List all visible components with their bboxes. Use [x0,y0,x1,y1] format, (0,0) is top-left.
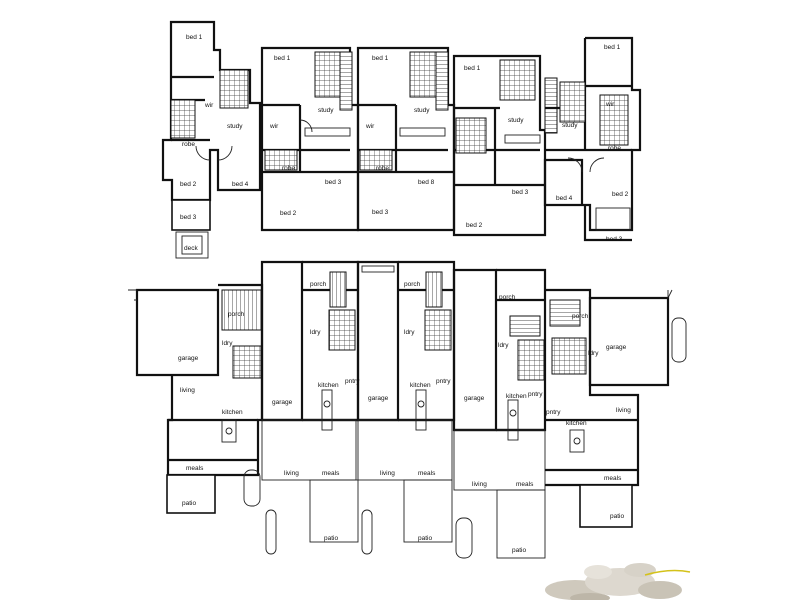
ground-floor-plan: garage garage garage garage garage livin… [128,260,687,559]
label-living-d: living [472,481,487,488]
upper-floor-plan: bed 1 bed 1 bed 1 bed 1 bed 1 bed 2 bed … [161,20,642,259]
label-garage-d: garage [464,395,485,402]
label-ldry-b: ldry [310,329,321,336]
label-patio-d: patio [512,547,526,554]
label-bed3-d: bed 3 [512,189,529,196]
label-wir-e: wir [605,101,615,108]
label-porch-b: porch [310,281,327,288]
label-garage-b: garage [272,399,293,406]
label-patio-a: patio [182,500,196,507]
label-bed2-d: bed 2 [466,222,483,229]
label-kitchen-c: kitchen [410,382,431,389]
label-porch-a: porch [228,311,245,318]
label-bed1-a: bed 1 [186,34,203,41]
label-study-a: study [227,123,243,130]
label-pntry-b: pntry [345,378,360,385]
label-study-e: study [562,122,578,129]
label-living-c: living [380,470,395,477]
label-ldry-c: ldry [404,329,415,336]
pebbles-icon [545,563,691,600]
label-wir-b: wir [269,123,279,130]
label-porch-d: porch [499,294,516,301]
label-bed1-e: bed 1 [604,44,621,51]
label-bed8-c: bed 8 [418,179,435,186]
label-pntry-d: pntry [528,391,543,398]
label-robe-e: robe [608,145,621,152]
label-bed2-e: bed 2 [612,191,629,198]
label-kitchen-a: kitchen [222,409,243,416]
label-kitchen-b: kitchen [318,382,339,389]
label-bed2-b: bed 2 [280,210,297,217]
label-pntry-e: pntry [546,409,561,416]
label-meals-c: meals [418,470,436,477]
label-bed2-a: bed 2 [180,181,197,188]
label-bed1-b: bed 1 [274,55,291,62]
label-robe-b: robe [282,165,295,172]
label-robe-a: robe [182,141,195,148]
label-deck: deck [184,245,198,252]
label-study-b: study [318,107,334,114]
label-wir-c: wir [365,123,375,130]
label-ldry-e: ldry [588,350,599,357]
label-bed3-e: bed 3 [606,236,623,243]
label-bed4-a: bed 4 [232,181,249,188]
label-garage-e: garage [606,344,627,351]
label-meals-b: meals [322,470,340,477]
label-kitchen-e: kitchen [566,420,587,427]
label-study-c: study [414,107,430,114]
label-bed3-c: bed 3 [372,209,389,216]
label-robe-c: robe [376,165,389,172]
label-bed4-e: bed 4 [556,195,573,202]
label-meals-a: meals [186,465,204,472]
label-meals-e: meals [604,475,622,482]
label-ldry-d: ldry [498,342,509,349]
label-patio-c: patio [418,535,432,542]
label-bed3-a: bed 3 [180,214,197,221]
label-bed3-b: bed 3 [325,179,342,186]
label-patio-e: patio [610,513,624,520]
label-wir-a: wir [204,102,214,109]
label-study-d: study [508,117,524,124]
label-patio-b: patio [324,535,338,542]
label-porch-c: porch [404,281,421,288]
label-ldry-a: ldry [222,340,233,347]
label-porch-e: porch [572,313,589,320]
label-garage-a: garage [178,355,199,362]
label-bed1-d: bed 1 [464,65,481,72]
label-pntry-c: pntry [436,378,451,385]
label-meals-d: meals [516,481,534,488]
label-living-a: living [180,387,195,394]
label-bed1-c: bed 1 [372,55,389,62]
label-living-b: living [284,470,299,477]
label-living-e: living [616,407,631,414]
label-garage-c: garage [368,395,389,402]
label-kitchen-d: kitchen [506,393,527,400]
